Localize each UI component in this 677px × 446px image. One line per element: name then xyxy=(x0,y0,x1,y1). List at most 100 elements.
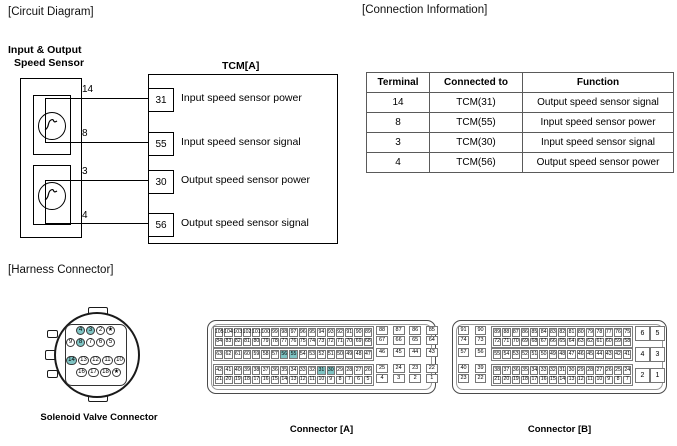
connector-a-pin-103[interactable]: 103 xyxy=(233,328,243,337)
connector-a-pin-45[interactable]: 45 xyxy=(392,348,405,357)
connector-b-pin-49[interactable]: 49 xyxy=(548,350,558,359)
connector-a-pin-20[interactable]: 20 xyxy=(224,375,233,384)
connector-a-pin-6[interactable]: 6 xyxy=(354,375,363,384)
connector-a-pin-26[interactable]: 26 xyxy=(363,366,373,375)
connector-a-pin-41[interactable]: 41 xyxy=(224,366,233,375)
connector-b-pin-32[interactable]: 32 xyxy=(548,366,558,375)
connector-a-pin-65[interactable]: 65 xyxy=(409,336,422,345)
connector-b-pin-25[interactable]: 25 xyxy=(613,366,623,375)
connector-a-pin-74[interactable]: 74 xyxy=(307,337,317,346)
connector-b-pin-46[interactable]: 46 xyxy=(576,350,585,359)
connector-b-pin-15[interactable]: 15 xyxy=(548,375,558,384)
connector-a-pin-7[interactable]: 7 xyxy=(345,375,354,384)
connector-a-pin-84[interactable]: 84 xyxy=(215,337,224,346)
connector-b-pin-3[interactable]: 3 xyxy=(650,347,665,362)
connector-b-pin-71[interactable]: 71 xyxy=(502,337,511,346)
solenoid-pin-11[interactable]: 11 xyxy=(102,356,113,365)
connector-b-pin-61[interactable]: 61 xyxy=(595,337,604,346)
solenoid-pin-5[interactable]: 5 xyxy=(106,338,115,347)
connector-b-pin-64[interactable]: 64 xyxy=(567,337,576,346)
connector-a-pin-35[interactable]: 35 xyxy=(280,366,289,375)
connector-b-pin-21[interactable]: 21 xyxy=(493,375,502,384)
connector-a-pin-99[interactable]: 99 xyxy=(270,328,280,337)
connector-b-pin-84[interactable]: 84 xyxy=(539,328,548,337)
connector-b-pin-70[interactable]: 70 xyxy=(511,337,520,346)
solenoid-pin-13[interactable]: 13 xyxy=(78,356,89,365)
connector-b-pin-77[interactable]: 77 xyxy=(604,328,613,337)
connector-a-pin-91[interactable]: 91 xyxy=(345,328,354,337)
connector-b-pin-13[interactable]: 13 xyxy=(567,375,576,384)
connector-b-pin-22[interactable]: 22 xyxy=(475,374,486,383)
connector-b-pin-79[interactable]: 79 xyxy=(585,328,595,337)
connector-b-pin-78[interactable]: 78 xyxy=(595,328,604,337)
connector-a-pin-8[interactable]: 8 xyxy=(335,375,345,384)
connector-a-pin-19[interactable]: 19 xyxy=(233,375,242,384)
connector-a-pin-97[interactable]: 97 xyxy=(289,328,298,337)
connector-a-pin-98[interactable]: 98 xyxy=(280,328,289,337)
connector-b-pin-52[interactable]: 52 xyxy=(520,350,530,359)
connector-a-pin-76[interactable]: 76 xyxy=(289,337,298,346)
connector-b-pin-89[interactable]: 89 xyxy=(493,328,502,337)
connector-b-pin-69[interactable]: 69 xyxy=(520,337,530,346)
connector-a-pin-32[interactable]: 32 xyxy=(307,366,317,375)
connector-a-pin-104[interactable]: 104 xyxy=(224,328,233,337)
connector-a-pin-57[interactable]: 57 xyxy=(270,350,280,359)
connector-b-pin-72[interactable]: 72 xyxy=(493,337,502,346)
connector-b-pin-44[interactable]: 44 xyxy=(595,350,604,359)
connector-a-pin-17[interactable]: 17 xyxy=(252,375,261,384)
connector-a-pin-3[interactable]: 3 xyxy=(392,374,405,383)
connector-a-pin-44[interactable]: 44 xyxy=(409,348,422,357)
connector-a-pin-4[interactable]: 4 xyxy=(376,374,388,383)
connector-b-pin-73[interactable]: 73 xyxy=(475,336,486,345)
connector-a-pin-78[interactable]: 78 xyxy=(270,337,280,346)
connector-a-pin-38[interactable]: 38 xyxy=(252,366,261,375)
connector-a-pin-56[interactable]: 56 xyxy=(280,350,289,359)
connector-b-pin-4[interactable]: 4 xyxy=(635,347,650,362)
connector-a-pin-62[interactable]: 62 xyxy=(224,350,233,359)
connector-a-pin-18[interactable]: 18 xyxy=(242,375,252,384)
connector-a-pin-69[interactable]: 69 xyxy=(354,337,363,346)
connector-b-pin-91[interactable]: 91 xyxy=(458,326,469,335)
solenoid-pin-8[interactable]: 8 xyxy=(76,338,85,347)
connector-b-pin-39[interactable]: 39 xyxy=(475,364,486,373)
connector-b-pin-40[interactable]: 40 xyxy=(458,364,469,373)
connector-a-pin-14[interactable]: 14 xyxy=(280,375,289,384)
connector-b-pin-66[interactable]: 66 xyxy=(548,337,558,346)
connector-a-pin-42[interactable]: 42 xyxy=(215,366,224,375)
connector-a-pin-94[interactable]: 94 xyxy=(317,328,326,337)
connector-a-pin-80[interactable]: 80 xyxy=(252,337,261,346)
connector-a-pin-51[interactable]: 51 xyxy=(326,350,335,359)
solenoid-pin-7[interactable]: 7 xyxy=(86,338,95,347)
connector-b-pin-54[interactable]: 54 xyxy=(502,350,511,359)
connector-b-pin-34[interactable]: 34 xyxy=(530,366,539,375)
solenoid-pin-4[interactable]: 4 xyxy=(76,326,85,335)
connector-b-pin-38[interactable]: 38 xyxy=(493,366,502,375)
solenoid-pin-9[interactable]: 9 xyxy=(66,338,75,347)
connector-b-pin-80[interactable]: 80 xyxy=(576,328,585,337)
connector-a-pin-68[interactable]: 68 xyxy=(363,337,373,346)
connector-a-pin-36[interactable]: 36 xyxy=(270,366,280,375)
connector-b-pin-19[interactable]: 19 xyxy=(511,375,520,384)
connector-a-pin-13[interactable]: 13 xyxy=(289,375,298,384)
connector-b-pin-2[interactable]: 2 xyxy=(635,368,650,383)
connector-b-pin-36[interactable]: 36 xyxy=(511,366,520,375)
connector-a-pin-73[interactable]: 73 xyxy=(317,337,326,346)
connector-b-pin-48[interactable]: 48 xyxy=(558,350,567,359)
solenoid-pin-3[interactable]: 3 xyxy=(86,326,95,335)
solenoid-pin-10[interactable]: 10 xyxy=(114,356,125,365)
connector-b-pin-83[interactable]: 83 xyxy=(548,328,558,337)
connector-b-pin-35[interactable]: 35 xyxy=(520,366,530,375)
connector-a-pin-77[interactable]: 77 xyxy=(280,337,289,346)
connector-a-pin-50[interactable]: 50 xyxy=(335,350,345,359)
connector-b-pin-30[interactable]: 30 xyxy=(567,366,576,375)
connector-a-pin-30[interactable]: 30 xyxy=(326,366,335,375)
connector-b-pin-51[interactable]: 51 xyxy=(530,350,539,359)
connector-b-pin-47[interactable]: 47 xyxy=(567,350,576,359)
connector-a-pin-23[interactable]: 23 xyxy=(409,364,422,373)
connector-a-pin-66[interactable]: 66 xyxy=(392,336,405,345)
connector-a-pin-75[interactable]: 75 xyxy=(298,337,307,346)
connector-b-pin-74[interactable]: 74 xyxy=(458,336,469,345)
connector-b-pin-14[interactable]: 14 xyxy=(558,375,567,384)
connector-b-pin-6[interactable]: 6 xyxy=(635,326,650,341)
connector-b-pin-53[interactable]: 53 xyxy=(511,350,520,359)
